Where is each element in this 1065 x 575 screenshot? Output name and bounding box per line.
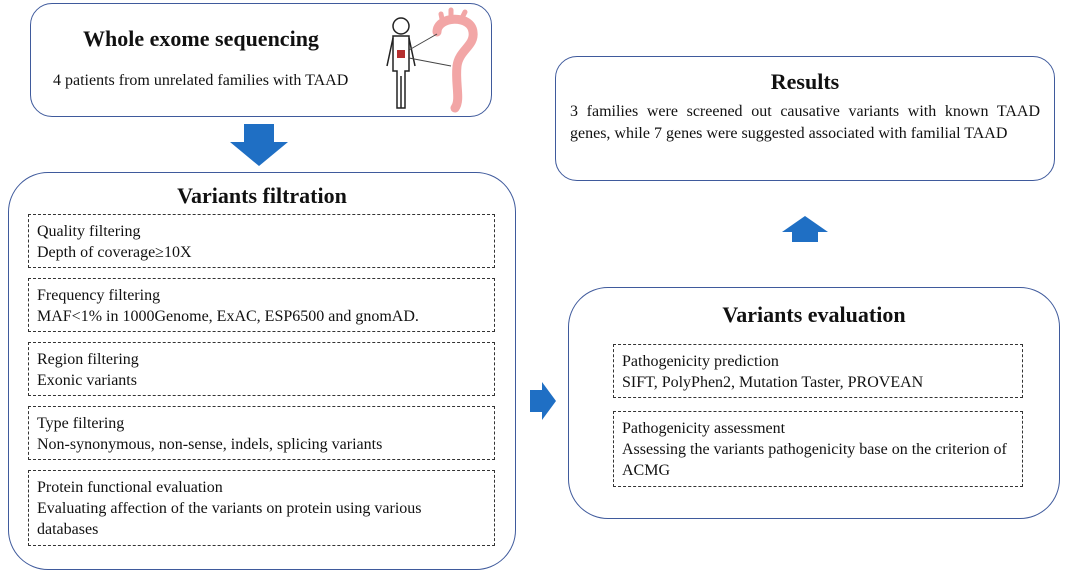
wes-box: Whole exome sequencing 4 patients from u… xyxy=(30,3,492,117)
aorta-icon xyxy=(408,7,478,113)
down-arrow-icon xyxy=(230,124,288,166)
filtration-step-protein: Protein functional evaluation Evaluating… xyxy=(28,470,495,546)
right-arrow-icon xyxy=(530,382,556,420)
results-box: Results 3 families were screened out cau… xyxy=(555,56,1055,181)
results-text: 3 families were screened out causative v… xyxy=(570,103,1040,142)
filtration-step-quality: Quality filtering Depth of coverage≥10X xyxy=(28,214,495,268)
up-arrow-icon xyxy=(782,216,828,242)
step-heading: Frequency filtering xyxy=(37,287,161,304)
results-title: Results xyxy=(770,69,840,94)
filtration-step-region: Region filtering Exonic variants xyxy=(28,342,495,396)
evaluation-step-prediction: Pathogenicity prediction SIFT, PolyPhen2… xyxy=(613,344,1023,398)
wes-text: 4 patients from unrelated families with … xyxy=(53,72,349,89)
step-detail: Exonic variants xyxy=(37,372,137,389)
evaluation-title: Variants evaluation xyxy=(722,302,906,327)
step-heading: Region filtering xyxy=(37,351,139,368)
filtration-step-frequency: Frequency filtering MAF<1% in 1000Genome… xyxy=(28,278,495,332)
step-detail: SIFT, PolyPhen2, Mutation Taster, PROVEA… xyxy=(622,374,924,391)
filtration-box: Variants filtration Quality filtering De… xyxy=(8,172,516,570)
wes-title: Whole exome sequencing xyxy=(83,26,319,51)
filtration-title: Variants filtration xyxy=(177,183,347,208)
person-icon xyxy=(386,17,416,109)
step-heading: Type filtering xyxy=(37,415,125,432)
step-heading: Quality filtering xyxy=(37,223,141,240)
filtration-step-type: Type filtering Non-synonymous, non-sense… xyxy=(28,406,495,460)
evaluation-step-assessment: Pathogenicity assessment Assessing the v… xyxy=(613,411,1023,487)
step-heading: Protein functional evaluation xyxy=(37,479,223,496)
step-heading: Pathogenicity prediction xyxy=(622,353,779,370)
evaluation-box: Variants evaluation Pathogenicity predic… xyxy=(568,287,1060,519)
step-detail: Evaluating affection of the variants on … xyxy=(37,500,422,538)
step-detail: Non-synonymous, non-sense, indels, splic… xyxy=(37,436,383,453)
step-detail: Assessing the variants pathogenicity bas… xyxy=(622,441,1007,479)
step-detail: MAF<1% in 1000Genome, ExAC, ESP6500 and … xyxy=(37,308,419,325)
step-heading: Pathogenicity assessment xyxy=(622,420,786,437)
step-detail: Depth of coverage≥10X xyxy=(37,244,192,261)
